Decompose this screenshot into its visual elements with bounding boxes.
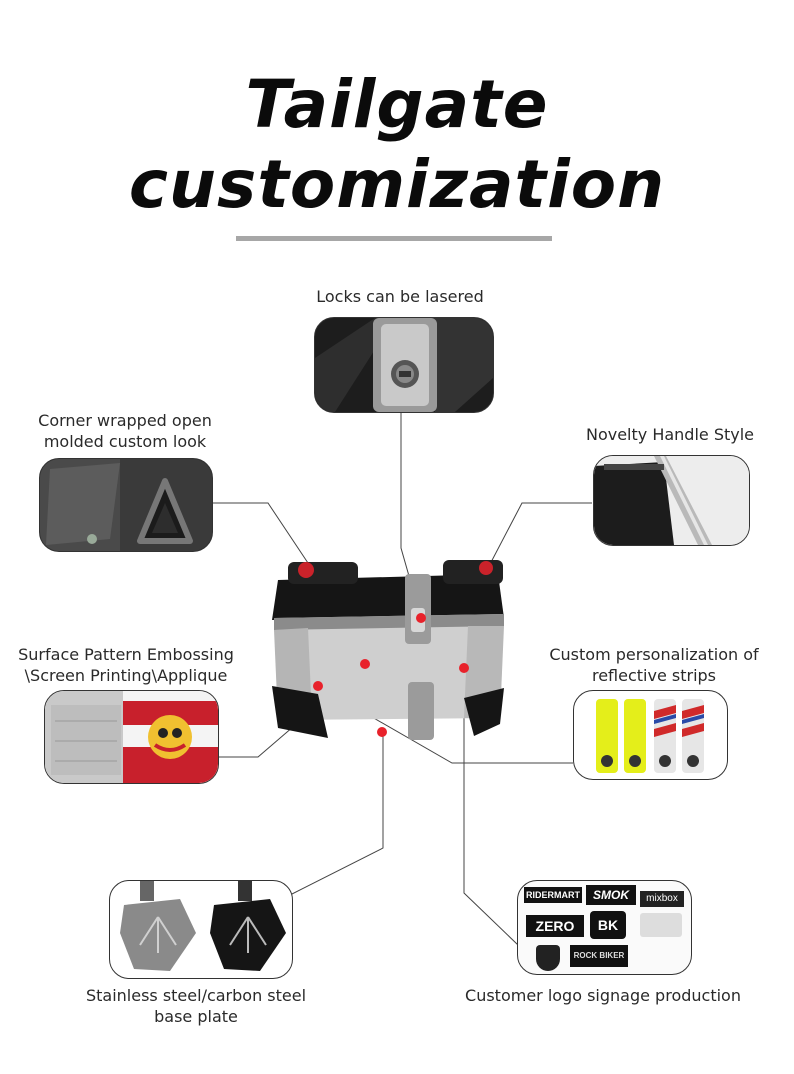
handle-icon: [594, 456, 749, 545]
handle-label: Novelty Handle Style: [585, 425, 755, 444]
logo-bk: BK: [590, 911, 626, 939]
base-label-line1: Stainless steel/carbon steel: [85, 986, 307, 1005]
tailgate-box-image: [268, 548, 508, 750]
title-divider: [236, 236, 552, 241]
corner-detail-image: [39, 458, 213, 552]
logo-ridermart: RIDERMART: [524, 887, 582, 903]
lock-icon: [315, 318, 493, 412]
logo-smok: SMOK: [586, 885, 636, 905]
logo-mixbox: mixbox: [640, 891, 684, 907]
corner-triangle-icon: [40, 459, 212, 551]
base-plate-image: [109, 880, 293, 979]
surface-label-line2: \Screen Printing\Applique: [24, 666, 228, 685]
reflective-strips-image: [573, 690, 728, 780]
top-case-icon: [272, 560, 504, 740]
surface-detail-image: [44, 690, 219, 784]
base-plate-icon: [120, 881, 286, 971]
corner-label-line2: molded custom look: [43, 432, 207, 451]
corner-label-line1: Corner wrapped open: [38, 411, 212, 430]
logo-samples-image: RIDERMART SMOK mixbox ZERO BK ROCK BIKER: [517, 880, 692, 975]
handle-detail-image: [593, 455, 750, 546]
logo-label: Customer logo signage production: [465, 986, 741, 1005]
page-title-line2: customization: [128, 146, 666, 223]
page-title-line1: Tailgate: [245, 66, 549, 143]
base-label-line2: base plate: [154, 1007, 238, 1026]
locks-label: Locks can be lasered: [316, 287, 484, 306]
lock-detail-image: [314, 317, 494, 413]
lion-dance-applique-icon: [45, 691, 218, 783]
reflective-strip-icon: [596, 699, 704, 773]
logo-rock-biker: ROCK BIKER: [570, 945, 628, 967]
surface-label-line1: Surface Pattern Embossing: [18, 645, 234, 664]
logo-zero: ZERO: [526, 915, 584, 937]
reflective-label-line2: reflective strips: [591, 666, 717, 685]
shield-logo-icon: [536, 945, 560, 971]
reflective-label-line1: Custom personalization of: [549, 645, 759, 664]
logo-emblem-icon: [640, 913, 682, 937]
